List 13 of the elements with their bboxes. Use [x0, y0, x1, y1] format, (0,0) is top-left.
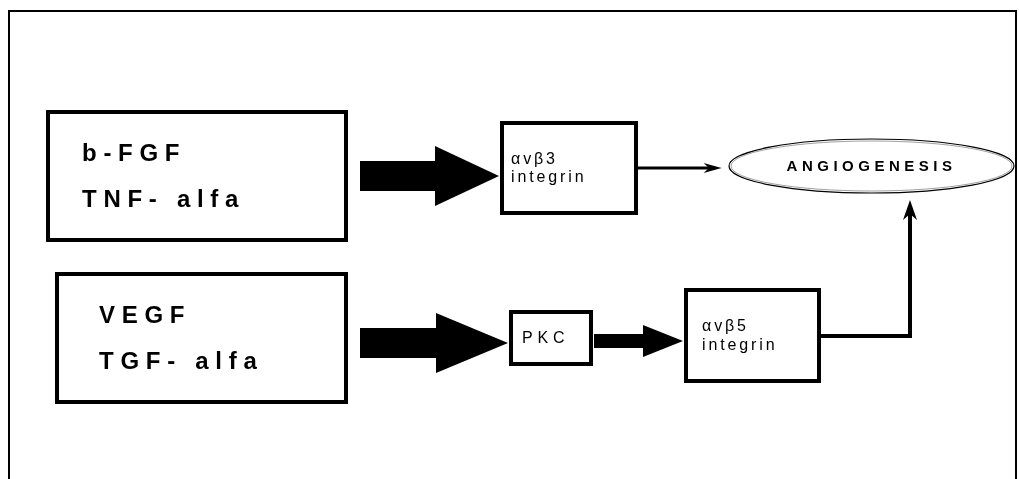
receptor-box [684, 288, 821, 383]
kinase-box [509, 310, 593, 366]
node-label: αvβ3 integrin [511, 149, 588, 187]
factor-box [46, 110, 348, 242]
node-label: b-FGF [82, 139, 187, 167]
receptor-box [500, 121, 638, 215]
node-label: TNF- alfa [82, 185, 246, 213]
node-label: PKC [522, 328, 570, 348]
node-label: TGF- alfa [99, 347, 264, 375]
node-label: ANGIOGENESIS [786, 157, 957, 175]
node-label: VEGF [99, 301, 192, 329]
node-label: αvβ5 integrin [702, 317, 779, 354]
factor-box [55, 272, 348, 404]
